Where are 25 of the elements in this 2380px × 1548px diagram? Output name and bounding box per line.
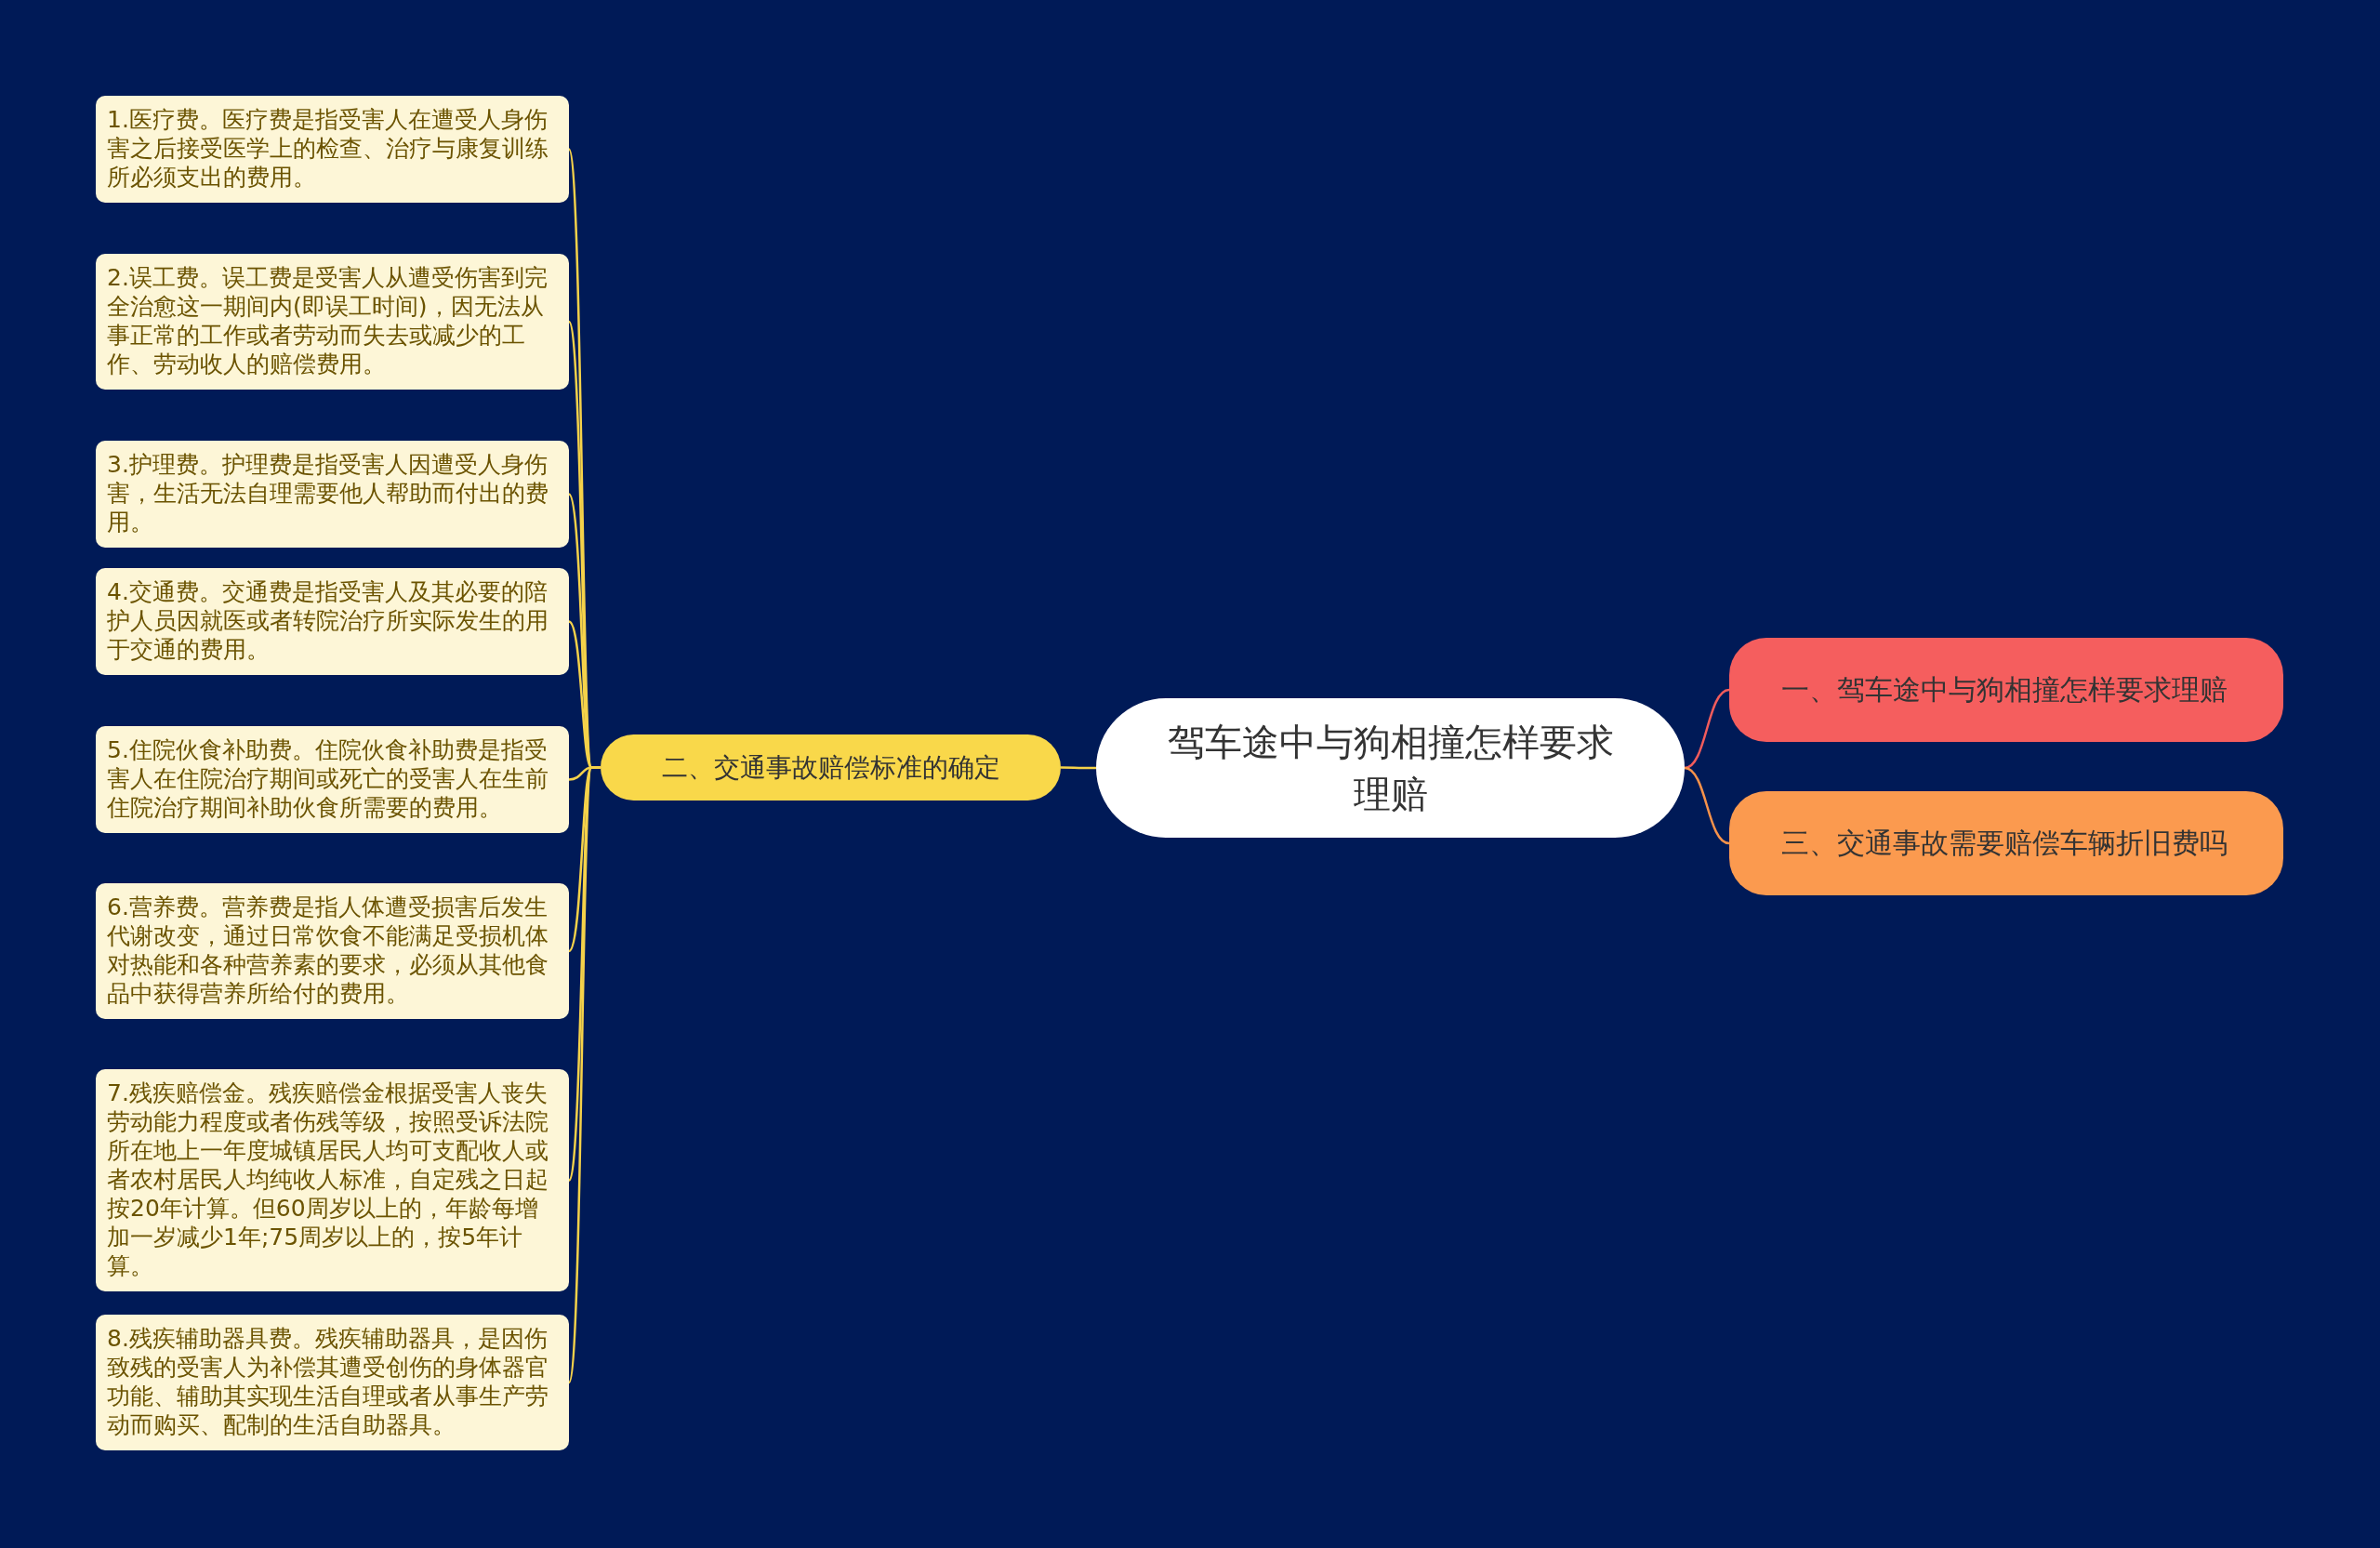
detail-card xyxy=(96,883,569,1019)
topic-text: 驾车途中与狗相撞怎样要求理赔 xyxy=(1166,720,1615,817)
topic-text: 7.残疾赔偿金。残疾赔偿金根据受害人丧失劳动能力程度或者伤残等级，按照受诉法院所在地上一年度城镇居民人均可支配收人或者农村居民人均纯收人标准，自定残之日起按20年计算。但60周岁以上的，年龄每增加一岁减少1年;75周岁以上的，按5年计算。 xyxy=(107,1078,549,1280)
topic-text: 二、交通事故赔偿标准的确定 xyxy=(661,750,1000,785)
detail-card xyxy=(96,568,569,675)
branch-topic xyxy=(1729,638,2283,742)
connector-line xyxy=(1061,766,1096,770)
detail-card xyxy=(96,441,569,548)
detail-card xyxy=(96,726,569,833)
topic-text: 5.住院伙食补助费。住院伙食补助费是指受害人在住院治疗期间或死亡的受害人在生前住院治疗期间补助伙食所需要的费用。 xyxy=(107,735,549,822)
topic-text: 8.残疾辅助器具费。残疾辅助器具，是因伤致残的受害人为补偿其遭受创伤的身体器官功能、辅助其实现生活自理或者从事生产劳动而购买、配制的生活自助器具。 xyxy=(107,1324,549,1439)
connector-line xyxy=(1684,766,1730,845)
detail-card xyxy=(96,1315,569,1450)
topic-text: 4.交通费。交通费是指受害人及其必要的陪护人员因就医或者转院治疗所实际发生的用于交通的费用。 xyxy=(107,577,549,664)
connector-line xyxy=(1684,688,1730,770)
topic-text: 2.误工费。误工费是受害人从遭受伤害到完全治愈这一期间内(即误工时间)，因无法从事正常的工作或者劳动而失去或减少的工作、劳动收人的赔偿费用。 xyxy=(107,263,549,378)
branch-topic xyxy=(1729,791,2283,895)
topic-text: 一、驾车途中与狗相撞怎样要求理赔 xyxy=(1781,672,2228,708)
topic-text: 3.护理费。护理费是指受害人因遭受人身伤害，生活无法自理需要他人帮助而付出的费用。 xyxy=(107,450,549,536)
topic-text: 6.营养费。营养费是指人体遭受损害后发生代谢改变，通过日常饮食不能满足受损机体对热能和各种营养素的要求，必须从其他食品中获得营养所给付的费用。 xyxy=(107,893,549,1008)
topic-text: 三、交通事故需要赔偿车辆折旧费吗 xyxy=(1781,826,2228,861)
detail-card xyxy=(96,96,569,203)
detail-card xyxy=(96,254,569,390)
topic-text: 1.医疗费。医疗费是指受害人在遭受人身伤害之后接受医学上的检查、治疗与康复训练所必须支出的费用。 xyxy=(107,105,549,192)
detail-card xyxy=(96,1069,569,1291)
